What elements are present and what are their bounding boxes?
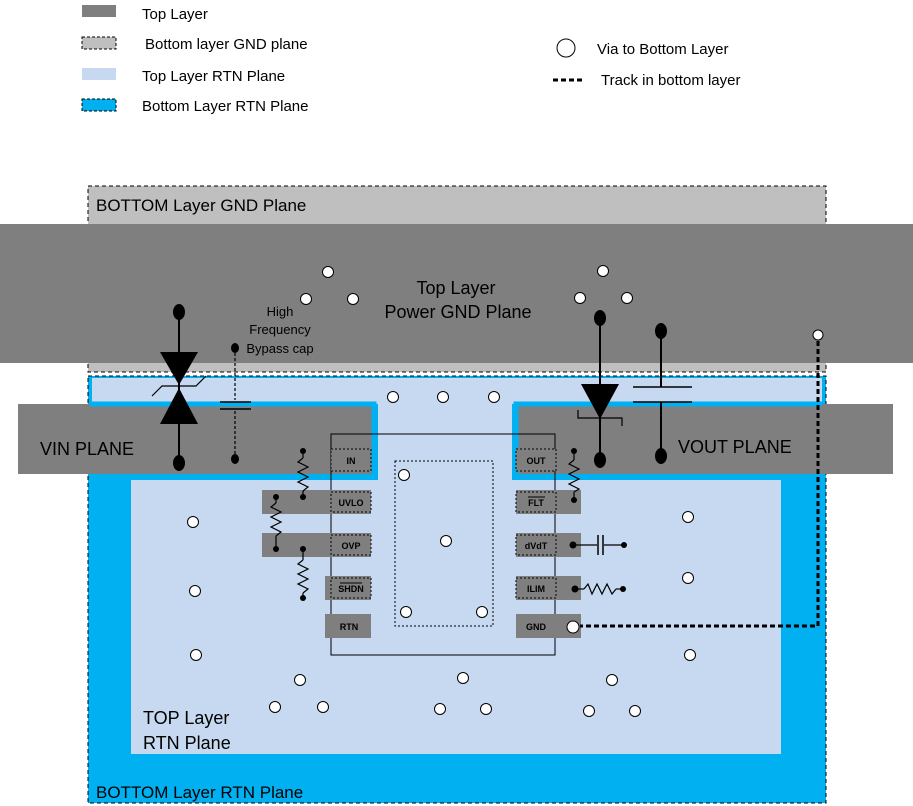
via [684, 649, 696, 661]
bypass-label-3: Bypass cap [246, 341, 313, 356]
top-rtn-plane [131, 480, 781, 754]
via [488, 391, 500, 403]
pin-rtn-pad [325, 614, 371, 638]
via [317, 701, 329, 713]
vout-plane-label: VOUT PLANE [678, 437, 792, 457]
via [457, 672, 469, 684]
via [476, 606, 488, 618]
via [682, 511, 694, 523]
via [437, 391, 449, 403]
dvdt-capacitor [573, 535, 624, 555]
top-rtn-plane-strip-right [512, 378, 822, 404]
pin-in-label: IN [347, 456, 356, 466]
via [566, 620, 580, 634]
legend-bottom-rtn-plane: Bottom Layer RTN Plane [142, 98, 308, 115]
via [440, 535, 452, 547]
via [434, 703, 446, 715]
via [322, 266, 334, 278]
pin-in [330, 448, 372, 472]
via [621, 292, 633, 304]
left-pins: IN UVLO OVP SHDN RTN [262, 448, 372, 638]
pin-uvlo-label: UVLO [338, 498, 363, 508]
pin-ilim [515, 577, 557, 599]
pin-dvdt [515, 534, 557, 556]
legend-swatch-bottom-rtn [81, 98, 117, 112]
bypass-label-2: Frequency [249, 322, 311, 337]
pin-gnd-label: GND [526, 622, 547, 632]
legend-top-rtn-plane: Top Layer RTN Plane [142, 68, 285, 85]
top-power-gnd-plane [0, 224, 913, 363]
via [189, 585, 201, 597]
legend-swatch-top-rtn [82, 68, 116, 80]
vin-plane [18, 404, 374, 474]
pin-ovp-label: OVP [341, 541, 360, 551]
via [629, 705, 641, 717]
legend-swatch-top-layer [82, 5, 116, 17]
via [606, 674, 618, 686]
legend-via: Via to Bottom Layer [597, 41, 728, 58]
pin-flt [515, 491, 557, 513]
pin-ilim-label: ILIM [527, 584, 545, 594]
via [400, 606, 412, 618]
legend: Top Layer Bottom layer GND plane Top Lay… [81, 5, 741, 115]
top-rtn-plane-notch [378, 404, 512, 474]
bottom-rtn-plane-label: BOTTOM Layer RTN Plane [96, 783, 303, 802]
vin-plane-label: VIN PLANE [40, 439, 134, 459]
pin-rtn-label: RTN [340, 622, 359, 632]
legend-via-icon [556, 38, 576, 58]
pin-out [515, 448, 557, 472]
bypass-capacitor [220, 343, 251, 464]
bottom-layer-track [580, 341, 820, 628]
pin-dvdt-label: dVdT [525, 541, 548, 551]
via [597, 265, 609, 277]
pin-flt-label: FLT [528, 498, 544, 508]
via [398, 469, 410, 481]
via [269, 701, 281, 713]
legend-top-layer: Top Layer [142, 6, 208, 23]
pin-ovp [330, 534, 372, 556]
pin-out-label: OUT [527, 456, 547, 466]
via [294, 674, 306, 686]
via [300, 293, 312, 305]
legend-bottom-track: Track in bottom layer [601, 72, 741, 89]
via [480, 703, 492, 715]
bypass-label-1: High [267, 304, 294, 319]
via [812, 329, 824, 341]
via [574, 292, 586, 304]
tvs-diode [151, 304, 207, 471]
vout-plane [516, 404, 893, 474]
pin-uvlo [330, 491, 372, 513]
bottom-gnd-plane-label: BOTTOM Layer GND Plane [96, 196, 306, 215]
via [187, 516, 199, 528]
via [190, 649, 202, 661]
output-diode [577, 310, 623, 468]
output-capacitor [633, 323, 692, 464]
top-rtn-label-1: TOP Layer [143, 708, 229, 728]
via [387, 391, 399, 403]
top-rtn-label-2: RTN Plane [143, 733, 231, 753]
via [583, 705, 595, 717]
vias [187, 265, 824, 717]
pin-shdn-label: SHDN [338, 584, 364, 594]
via [347, 293, 359, 305]
top-power-gnd-label-1: Top Layer [416, 278, 495, 298]
thermal-pad [394, 460, 494, 627]
top-power-gnd-label-2: Power GND Plane [384, 302, 531, 322]
via [682, 572, 694, 584]
legend-swatch-bottom-gnd [81, 36, 117, 50]
legend-bottom-gnd-plane: Bottom layer GND plane [145, 36, 308, 53]
